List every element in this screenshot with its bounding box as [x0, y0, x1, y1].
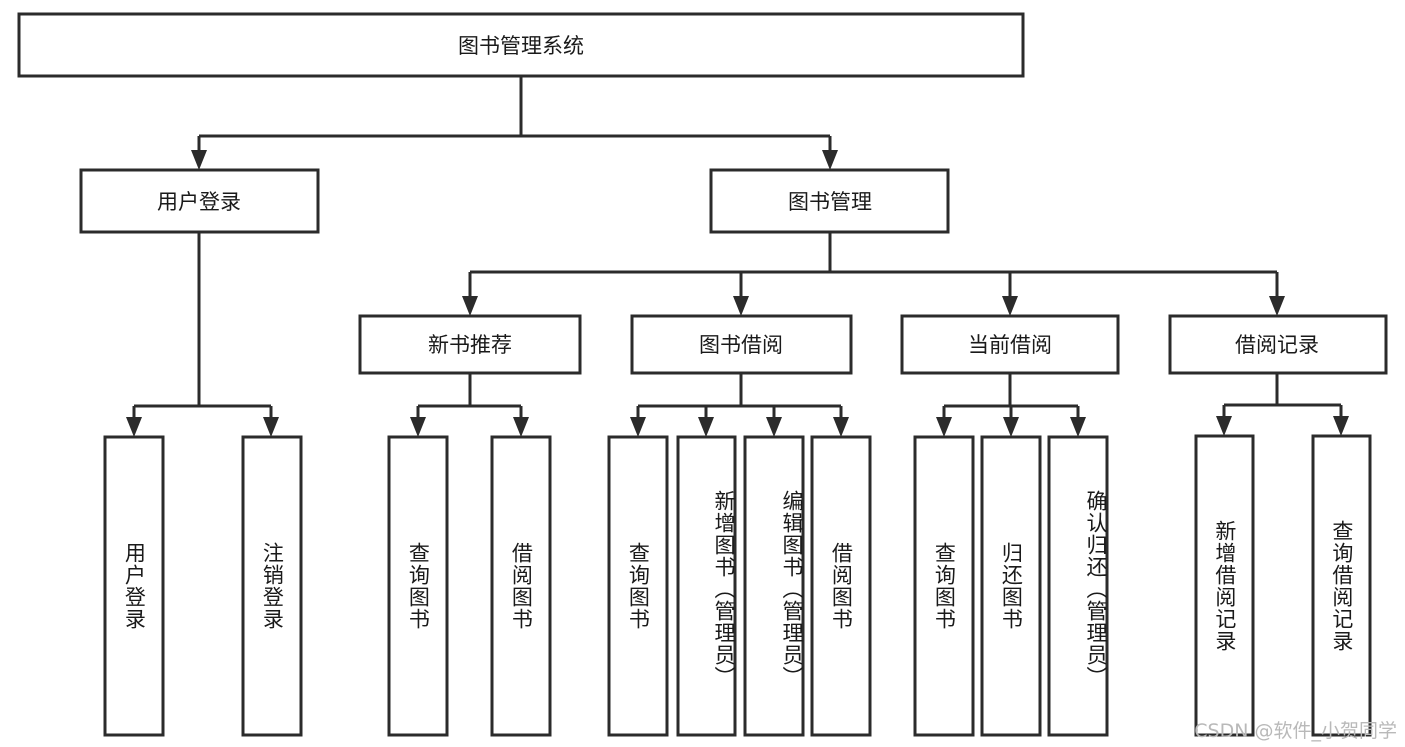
node-leaf-confirm-return[interactable] [1047, 435, 1109, 737]
node-leaf-borrow-book-1[interactable] [490, 435, 552, 737]
node-book-borrow[interactable]: 图书借阅 [630, 314, 853, 375]
node-book-borrow-label: 图书借阅 [699, 333, 783, 357]
connector-root-to-level2 [191, 76, 838, 170]
node-leaf-edit-book[interactable] [743, 435, 805, 737]
node-leaf-query-book-1[interactable] [387, 435, 449, 737]
node-leaf-add-record[interactable] [1194, 434, 1255, 737]
node-root-label: 图书管理系统 [458, 34, 584, 58]
node-current-borrow[interactable]: 当前借阅 [900, 314, 1120, 375]
node-new-book-recommend-label: 新书推荐 [428, 333, 512, 357]
node-leaf-add-book[interactable] [676, 435, 737, 737]
node-leaf-query-book-2[interactable] [607, 435, 669, 737]
csdn-watermark: CSDN @软件_小贺同学 [1194, 720, 1397, 742]
node-borrow-record[interactable]: 借阅记录 [1168, 314, 1388, 375]
connector-borrow-record-to-leaves [1216, 373, 1349, 436]
connector-user-login-to-leaves [126, 232, 279, 437]
node-borrow-record-label: 借阅记录 [1235, 333, 1319, 357]
node-leaf-logout-login[interactable] [241, 435, 303, 737]
connector-current-borrow-to-leaves [936, 373, 1086, 437]
node-new-book-recommend[interactable]: 新书推荐 [358, 314, 582, 375]
connector-book-borrow-to-leaves [630, 373, 849, 437]
node-user-login-label: 用户登录 [157, 190, 241, 214]
node-leaf-user-login[interactable] [103, 435, 165, 737]
connector-new-book-recommend-to-leaves [410, 373, 529, 437]
node-book-management[interactable]: 图书管理 [709, 168, 950, 234]
node-leaf-query-record[interactable] [1311, 434, 1372, 737]
node-leaf-return-book[interactable] [980, 435, 1042, 737]
node-leaf-borrow-book-2[interactable] [810, 435, 872, 737]
connector-book-management-to-level3 [462, 232, 1285, 316]
node-leaf-query-book-3[interactable] [913, 435, 975, 737]
node-book-management-label: 图书管理 [788, 190, 872, 214]
node-current-borrow-label: 当前借阅 [968, 333, 1052, 357]
node-user-login[interactable]: 用户登录 [79, 168, 320, 234]
node-root[interactable]: 图书管理系统 [17, 12, 1025, 78]
